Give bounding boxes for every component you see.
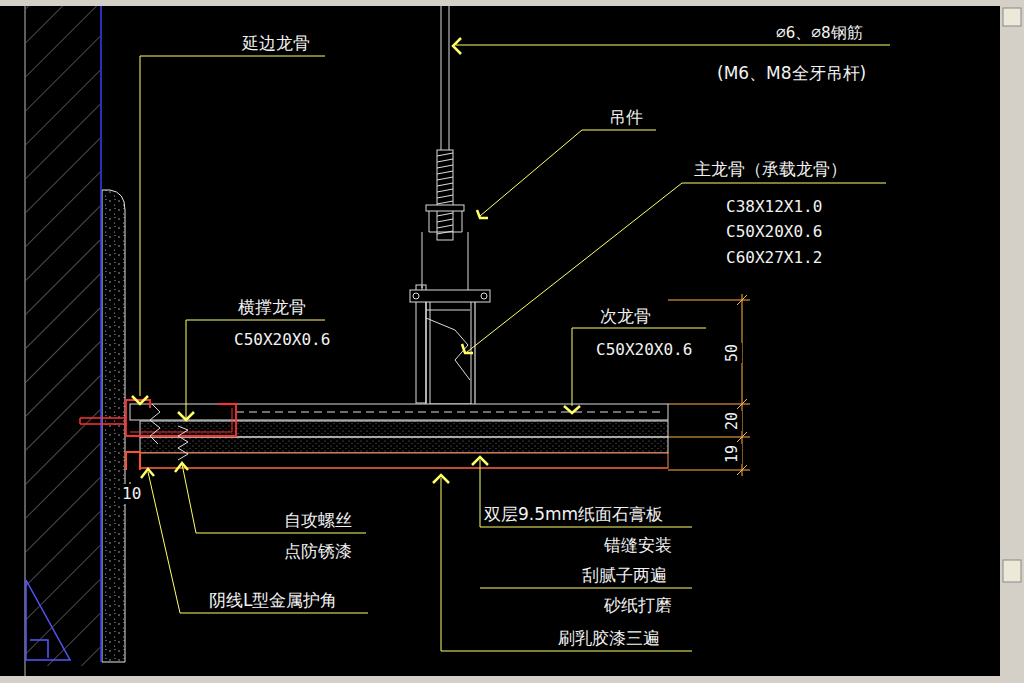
note-label: 自攻螺丝 (282, 510, 354, 530)
spec-label: C38X12X1.0 (724, 197, 824, 217)
part-label: 横撑龙骨 (236, 297, 308, 317)
part-label: 次龙骨 (598, 306, 653, 326)
spec-label: C60X27X1.2 (724, 248, 824, 268)
spec-label: C50X20X0.6 (724, 222, 824, 242)
note-label: (M6、M8全牙吊杆) (715, 63, 868, 83)
part-label: 延边龙骨 (240, 33, 312, 53)
note-label: 刷乳胶漆三遍 (556, 628, 662, 648)
dimension: 19 (722, 444, 742, 464)
dimension: 10 (120, 484, 143, 504)
dimension: 20 (722, 411, 742, 431)
part-label: 阴线L型金属护角 (207, 590, 339, 610)
note-label: 点防锈漆 (282, 541, 354, 561)
part-label: 主龙骨（承载龙骨） (692, 159, 849, 179)
dimension: 50 (722, 343, 742, 363)
part-label: ∅6、∅8钢筋 (774, 23, 865, 43)
spec-label: C50X20X0.6 (594, 340, 694, 360)
note-label: 错缝安装 (602, 535, 674, 555)
note-label: 砂纸打磨 (602, 595, 674, 615)
note-label: 刮腻子两遍 (580, 565, 669, 585)
spec-label: C50X20X0.6 (232, 330, 332, 350)
note-label: 双层9.5mm纸面石膏板 (482, 504, 665, 524)
part-label: 吊件 (607, 107, 645, 127)
